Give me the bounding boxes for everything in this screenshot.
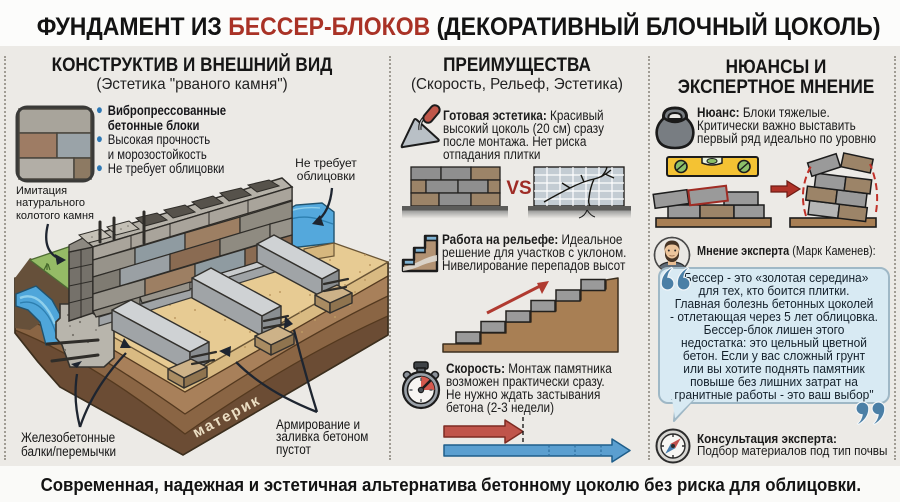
svg-text:VS: VS bbox=[506, 178, 531, 199]
